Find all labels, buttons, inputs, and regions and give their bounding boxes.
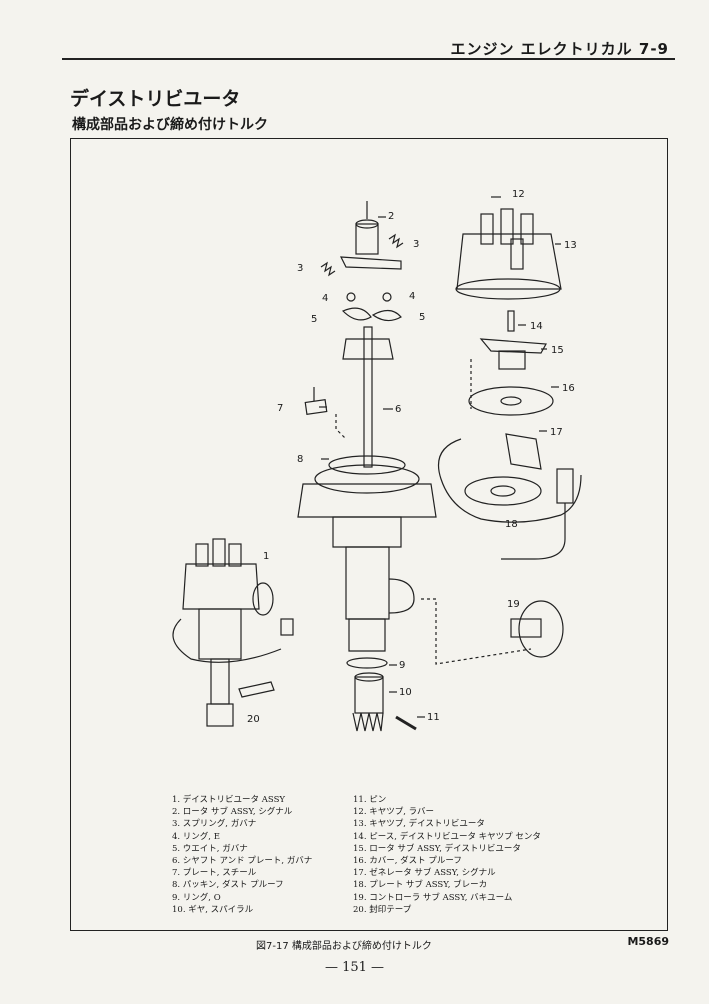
dust-cover-shape bbox=[468, 386, 554, 416]
parts-legend-left: 1. デイストリビユータ ASSY 2. ロータ サブ ASSY, シグナル 3… bbox=[172, 794, 312, 916]
legend-item: 6. シヤフト アンド プレート, ガバナ bbox=[172, 856, 313, 867]
callout-14: 14 bbox=[530, 321, 543, 332]
legend-item: 9. リング, O bbox=[172, 892, 221, 903]
header-rule bbox=[62, 58, 675, 60]
callout-1: 1 bbox=[263, 551, 269, 562]
vacuum-controller-shape bbox=[518, 600, 564, 658]
callout-7: 7 bbox=[277, 403, 283, 414]
figure-frame bbox=[70, 138, 668, 931]
legend-item: 11. ピン bbox=[353, 795, 387, 805]
header-title: エンジン エレクトリカル 7-9 bbox=[450, 40, 669, 58]
section-title: デイストリビユータ bbox=[70, 88, 241, 110]
legend-item: 12. キヤツプ, ラバー bbox=[353, 807, 435, 818]
callout-16: 16 bbox=[562, 383, 575, 394]
callout-8: 8 bbox=[297, 454, 303, 465]
exploded-diagram: 2 3 3 4 4 5 5 6 7 8 9 10 11 12 13 14 15 … bbox=[172, 189, 582, 732]
legend-item: 16. カバー, ダスト プルーフ bbox=[353, 856, 462, 867]
callout-4b: 4 bbox=[409, 291, 415, 302]
housing-flange-shape bbox=[297, 483, 437, 518]
page-number: — 151 — bbox=[324, 960, 385, 975]
sub-title: 構成部品および締め付けトルク bbox=[72, 117, 268, 133]
legend-item: 18. プレート サブ ASSY, ブレーカ bbox=[353, 880, 488, 891]
callout-20: 20 bbox=[247, 714, 260, 725]
legend-item: 8. パッキン, ダスト プルーフ bbox=[172, 880, 284, 891]
governor-weight-shape bbox=[341, 307, 372, 321]
callout-15: 15 bbox=[551, 345, 564, 356]
callout-4a: 4 bbox=[322, 293, 328, 304]
legend-item: 2. ロータ サブ ASSY, シグナル bbox=[172, 807, 293, 818]
legend-item: 5. ウエイト, ガバナ bbox=[172, 843, 248, 854]
legend-item: 10. ギヤ, スパイラル bbox=[172, 904, 254, 915]
breaker-plate-shape bbox=[464, 476, 542, 506]
governor-spring-shape bbox=[388, 233, 404, 249]
legend-item: 20. 封印テープ bbox=[353, 904, 412, 915]
callout-2: 2 bbox=[388, 211, 394, 222]
callout-6: 6 bbox=[395, 404, 401, 415]
legend-item: 7. プレート, スチール bbox=[172, 868, 257, 879]
signal-rotor-shape bbox=[355, 223, 379, 255]
callout-11: 11 bbox=[427, 712, 440, 723]
callout-9: 9 bbox=[399, 660, 405, 671]
legend-item: 15. ロータ サブ ASSY, デイストリビユータ bbox=[353, 843, 521, 854]
callout-3b: 3 bbox=[297, 263, 303, 274]
callout-12: 12 bbox=[512, 189, 525, 200]
callout-17: 17 bbox=[550, 427, 563, 438]
distributor-cap-shape bbox=[456, 233, 562, 290]
spiral-gear-shape bbox=[354, 676, 384, 714]
legend-item: 13. キヤツプ, デイストリビユータ bbox=[353, 819, 485, 830]
callout-19: 19 bbox=[507, 599, 520, 610]
callout-10: 10 bbox=[399, 687, 412, 698]
legend-item: 19. コントローラ サブ ASSY, バキユーム bbox=[353, 892, 513, 903]
rotor-shape bbox=[479, 338, 547, 354]
legend-item: 4. リング, E bbox=[172, 831, 220, 842]
legend-item: 1. デイストリビユータ ASSY bbox=[172, 795, 286, 805]
housing-body-shape bbox=[345, 546, 390, 620]
legend-item: 14. ピース, デイストリビユータ キヤツプ センタ bbox=[353, 831, 541, 842]
parts-legend-right: 11. ピン 12. キヤツプ, ラバー 13. キヤツプ, デイストリビユータ… bbox=[353, 794, 541, 916]
figure-code: M5869 bbox=[627, 935, 669, 948]
assembled-distributor-shape bbox=[182, 563, 260, 610]
figure-caption: 図7-17 構成部品および締め付けトルク bbox=[256, 941, 432, 952]
legend-item: 3. スプリング, ガバナ bbox=[172, 819, 257, 830]
callout-5a: 5 bbox=[311, 314, 317, 325]
governor-shaft-shape bbox=[363, 326, 373, 468]
legend-item: 17. ゼネレータ サブ ASSY, シグナル bbox=[353, 868, 496, 879]
seal-tape-shape bbox=[238, 681, 275, 698]
callout-5b: 5 bbox=[419, 312, 425, 323]
callout-13: 13 bbox=[564, 240, 577, 251]
callout-3a: 3 bbox=[413, 239, 419, 250]
callout-18: 18 bbox=[505, 519, 518, 530]
